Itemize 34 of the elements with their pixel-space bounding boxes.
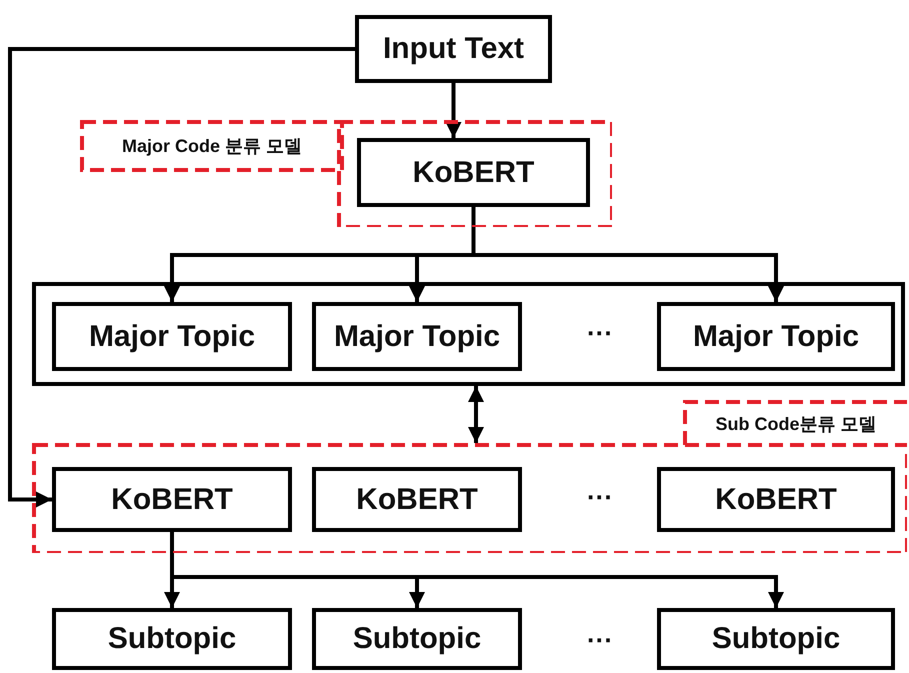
box-label: Major Topic [88,320,256,354]
box-label: Input Text [382,32,524,66]
topic-container [32,282,905,386]
arrow [446,83,462,138]
box-label: Subtopic [108,622,236,656]
box-label: Major Topic [692,320,860,354]
ellipsis-text: ··· [587,318,613,349]
process-box [355,15,552,83]
process-box [357,138,590,207]
arrow [8,47,355,508]
model-group [78,118,612,227]
model-group [30,398,907,553]
box-label: KoBERT [111,482,233,516]
ellipsis-text: ··· [587,625,613,656]
box-label: Subtopic [712,622,840,656]
process-box [312,467,522,532]
group-label: Major Code 분류 모델 [120,135,303,158]
box-label: KoBERT [356,482,478,516]
process-box [52,302,292,371]
group-label: Sub Code분류 모델 [714,412,878,436]
box-label: Major Topic [334,320,500,354]
process-box [52,467,292,532]
box-label: Subtopic [352,622,482,656]
process-box [657,608,895,670]
box-label: KoBERT [715,482,837,516]
process-box [657,467,895,532]
process-box [52,608,292,670]
process-box [657,302,895,371]
ellipsis-text: ··· [587,482,613,513]
process-box [312,302,522,371]
process-box [312,608,522,670]
arrow [468,386,484,443]
box-label: KoBERT [412,156,534,190]
arrow [472,207,784,302]
